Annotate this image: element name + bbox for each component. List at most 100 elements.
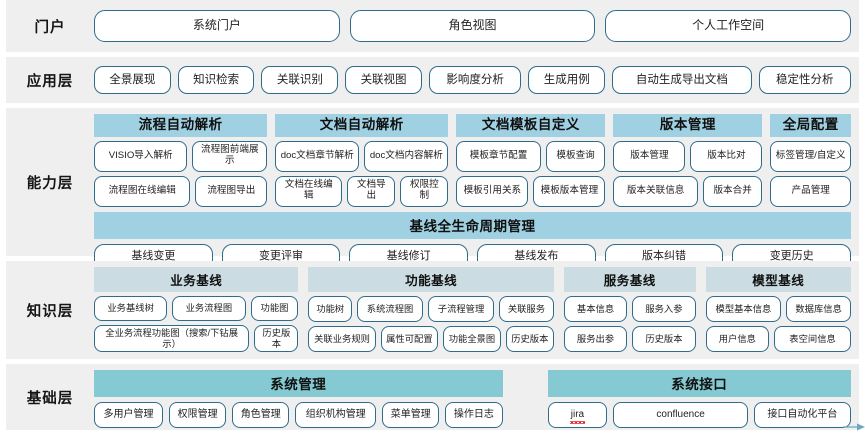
knowledge-item-3-1-0[interactable]: 用户信息 [705,326,770,352]
capability-item-3-0-1[interactable]: 版本比对 [690,140,763,172]
application-item-5[interactable]: 生成用例 [528,66,606,94]
layer-application: 应用层 全景展现知识检索关联识别关联视图影响度分析生成用例自动生成导出文档稳定性… [6,57,859,103]
knowledge-item-2-0-1[interactable]: 服务入参 [632,296,696,322]
knowledge-group-0-row2: 全业务流程功能图（搜索/下钻展示）历史版本 [94,325,299,352]
capability-item-0-1-0[interactable]: 流程图在线编辑 [94,175,191,207]
knowledge-group-0: 业务基线业务基线树业务流程图功能图全业务流程功能图（搜索/下钻展示）历史版本 [94,267,299,352]
knowledge-group-3: 模型基线模型基本信息数据库信息用户信息表空间信息 [705,267,851,352]
capability-item-3-1-1[interactable]: 版本合并 [702,175,763,207]
application-item-0[interactable]: 全景展现 [94,66,171,94]
capability-item-2-1-1[interactable]: 模板版本管理 [533,175,606,207]
knowledge-group-2-row1: 基本信息服务入参 [563,296,696,322]
layer-portal: 门户 系统门户角色视图个人工作空间 [6,0,859,52]
knowledge-item-1-1-0[interactable]: 关联业务规则 [308,326,376,352]
knowledge-group-1-row1: 功能树系统流程图子流程管理关联服务 [308,296,554,322]
layer-label-foundation: 基础层 [26,390,74,407]
application-item-2[interactable]: 关联识别 [261,66,339,94]
capability-group-1-row-1: 文档在线编辑文档导出权限控制 [275,175,449,207]
knowledge-group-3-row1: 模型基本信息数据库信息 [705,296,851,322]
portal-item-0[interactable]: 系统门户 [94,10,340,42]
capability-item-2-0-0[interactable]: 模板章节配置 [456,140,541,172]
knowledge-group-title-3: 模型基线 [705,267,851,292]
knowledge-item-1-0-1[interactable]: 系统流程图 [357,296,424,322]
knowledge-item-0-0-0[interactable]: 业务基线树 [94,296,168,322]
knowledge-item-3-0-0[interactable]: 模型基本信息 [705,296,782,322]
application-item-7[interactable]: 稳定性分析 [758,66,851,94]
knowledge-item-0-1-0[interactable]: 全业务流程功能图（搜索/下钻展示） [94,325,250,352]
capability-item-3-1-0[interactable]: 版本关联信息 [613,175,698,207]
capability-item-2-1-0[interactable]: 模板引用关系 [456,175,529,207]
capability-group-3-row-1: 版本关联信息版本合并 [613,175,763,207]
knowledge-item-2-1-0[interactable]: 服务出参 [563,326,628,352]
capability-group-3-row-0: 版本管理版本比对 [613,140,763,172]
capability-item-4-1-0[interactable]: 产品管理 [770,175,851,207]
knowledge-item-1-1-3[interactable]: 历史版本 [505,326,554,352]
layer-label-portal: 门户 [34,19,66,36]
knowledge-item-1-0-2[interactable]: 子流程管理 [428,296,495,322]
knowledge-group-title-0: 业务基线 [94,267,299,292]
capability-group-2: 文档模板自定义模板章节配置模板查询模板引用关系模板版本管理 [456,114,606,207]
capability-group-2-row-0: 模板章节配置模板查询 [456,140,606,172]
portal-item-list: 系统门户角色视图个人工作空间 [94,10,852,42]
layer-knowledge: 知识层 业务基线业务基线树业务流程图功能图全业务流程功能图（搜索/下钻展示）历史… [6,261,859,359]
capability-item-1-1-2[interactable]: 权限控制 [400,175,449,207]
capability-item-1-0-0[interactable]: doc文档章节解析 [275,140,360,172]
foundation-item-0-2[interactable]: 角色管理 [232,402,290,428]
foundation-item-1-1[interactable]: confluence [613,402,748,428]
knowledge-group-list: 业务基线业务基线树业务流程图功能图全业务流程功能图（搜索/下钻展示）历史版本功能… [94,261,859,359]
foundation-item-0-4[interactable]: 菜单管理 [382,402,440,428]
portal-body: 系统门户角色视图个人工作空间 [94,4,859,48]
knowledge-group-2-row2: 服务出参历史版本 [563,326,696,352]
capability-item-0-0-1[interactable]: 流程图前端展示 [192,140,268,172]
capability-group-title-2: 文档模板自定义 [456,114,606,137]
capability-group-0-row-1: 流程图在线编辑流程图导出 [94,175,268,207]
capability-group-4-row-0: 标签管理/自定义 [770,140,851,172]
foundation-item-0-3[interactable]: 组织机构管理 [295,402,377,428]
knowledge-item-0-0-1[interactable]: 业务流程图 [172,296,246,322]
application-item-1[interactable]: 知识检索 [177,66,255,94]
capability-group-title-3: 版本管理 [613,114,763,137]
application-item-3[interactable]: 关联视图 [345,66,422,94]
foundation-item-0-0[interactable]: 多用户管理 [94,402,163,428]
portal-item-2[interactable]: 个人工作空间 [605,10,852,42]
foundation-item-1-2[interactable]: 接口自动化平台 [753,402,851,428]
knowledge-item-1-1-2[interactable]: 功能全景图 [443,326,501,352]
application-item-4[interactable]: 影响度分析 [428,66,522,94]
portal-item-1[interactable]: 角色视图 [349,10,596,42]
capability-item-1-1-1[interactable]: 文档导出 [347,175,396,207]
application-body: 全景展现知识检索关联识别关联视图影响度分析生成用例自动生成导出文档稳定性分析 [94,60,859,100]
foundation-item-0-1[interactable]: 权限管理 [168,402,227,428]
capability-item-0-1-1[interactable]: 流程图导出 [195,175,268,207]
knowledge-group-3-row2: 用户信息表空间信息 [705,326,851,352]
capability-item-4-0-0[interactable]: 标签管理/自定义 [770,140,851,172]
baseline-lifecycle-title: 基线全生命周期管理 [94,211,851,239]
capability-item-0-0-0[interactable]: VISIO导入解析 [94,140,188,172]
layer-label-knowledge: 知识层 [26,303,74,320]
capability-item-1-0-1[interactable]: doc文档内容解析 [364,140,449,172]
capability-item-1-1-0[interactable]: 文档在线编辑 [275,175,343,207]
foundation-item-1-0[interactable]: jira [547,402,608,428]
capability-item-2-0-1[interactable]: 模板查询 [545,140,606,172]
capability-item-3-0-0[interactable]: 版本管理 [613,140,686,172]
foundation-item-0-5[interactable]: 操作日志 [445,402,503,428]
knowledge-item-3-1-1[interactable]: 表空间信息 [774,326,851,352]
application-item-list: 全景展现知识检索关联识别关联视图影响度分析生成用例自动生成导出文档稳定性分析 [94,66,851,94]
knowledge-item-0-1-1[interactable]: 历史版本 [254,325,299,352]
foundation-group-0-items: 多用户管理权限管理角色管理组织机构管理菜单管理操作日志 [94,402,503,428]
knowledge-item-3-0-1[interactable]: 数据库信息 [786,296,851,322]
knowledge-item-1-1-1[interactable]: 属性可配置 [380,326,439,352]
knowledge-item-1-0-3[interactable]: 关联服务 [499,296,554,322]
application-item-6[interactable]: 自动生成导出文档 [612,66,752,94]
knowledge-item-1-0-0[interactable]: 功能树 [308,296,353,322]
knowledge-item-0-0-2[interactable]: 功能图 [250,296,299,322]
knowledge-item-2-1-1[interactable]: 历史版本 [632,326,696,352]
knowledge-item-2-0-0[interactable]: 基本信息 [563,296,628,322]
